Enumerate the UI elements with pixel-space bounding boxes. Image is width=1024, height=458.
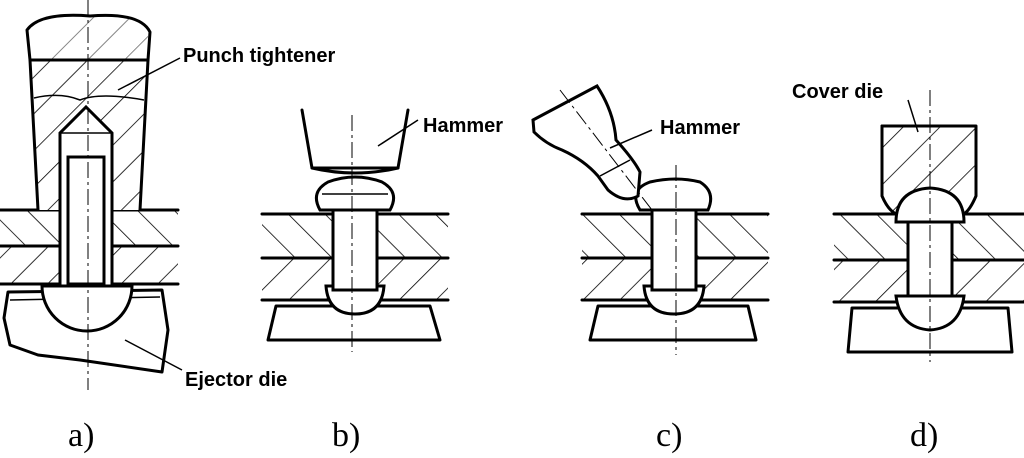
label-ejector-die: Ejector die [185, 369, 287, 391]
diagram-c [531, 84, 770, 355]
caption-d: d) [910, 417, 938, 454]
rivet-c [650, 208, 698, 292]
label-hammer-c: Hammer [660, 117, 740, 139]
cover-die [882, 126, 976, 214]
caption-b: b) [332, 417, 360, 454]
diagram-b [260, 108, 450, 352]
diagram-d [832, 90, 1024, 362]
hammer-b [300, 108, 410, 170]
label-punch-tightener: Punch tightener [183, 45, 335, 67]
diagram-a [0, 0, 183, 390]
label-hammer-b: Hammer [423, 115, 503, 137]
caption-a: a) [68, 417, 94, 454]
hammer-c [531, 84, 642, 201]
rivet-head-a [40, 284, 134, 333]
caption-c: c) [656, 417, 682, 454]
label-cover-die: Cover die [792, 81, 883, 103]
rivet-b [331, 208, 379, 292]
ejector-die [2, 288, 170, 374]
